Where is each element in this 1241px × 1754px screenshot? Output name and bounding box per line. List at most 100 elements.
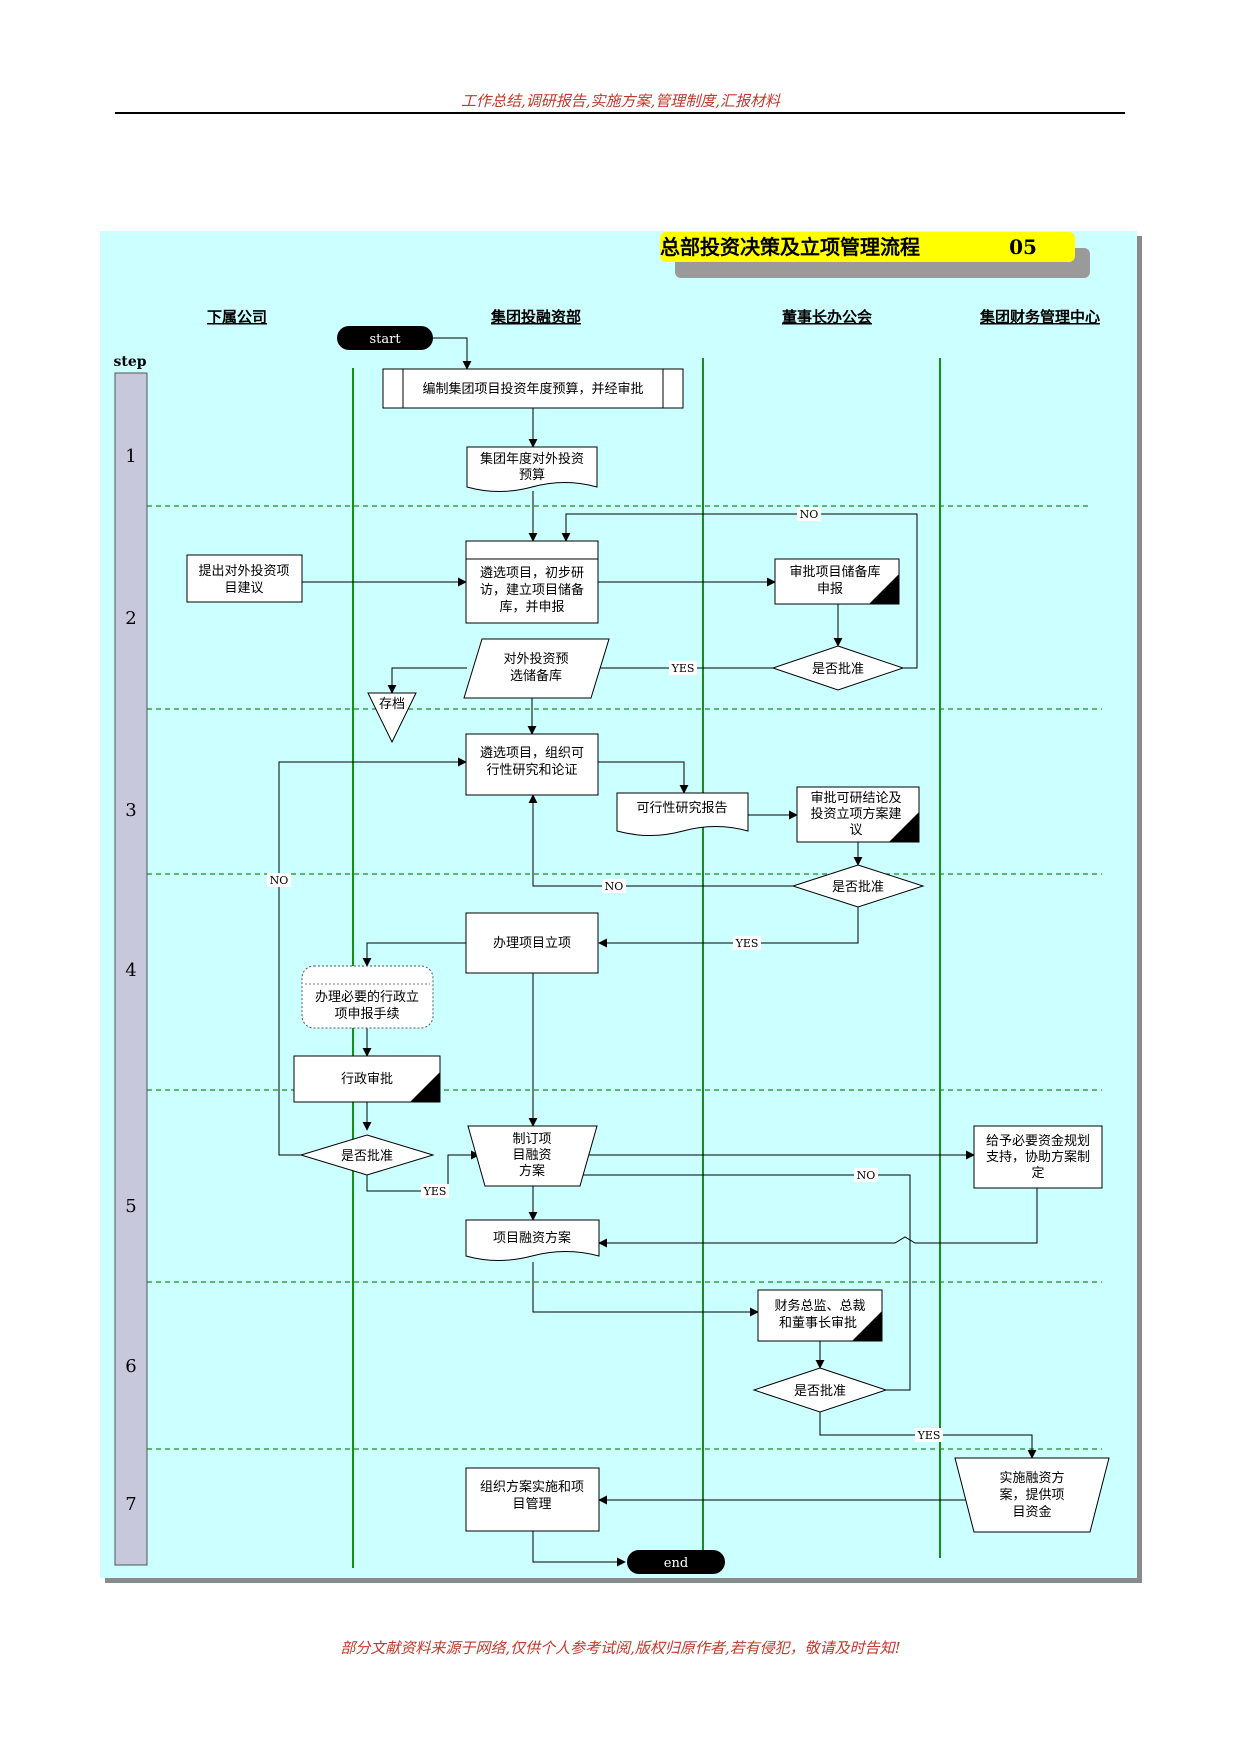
approve-feasibility-line3: 议 [849, 823, 862, 838]
edge-decision2-no [528, 794, 793, 887]
implement-financing-box [954, 1457, 1110, 1533]
header-rule [115, 112, 1125, 114]
approve-reserve-line2: 申报 [817, 582, 843, 597]
edge-reserve-to-archive [387, 667, 467, 694]
reserve-library-line2: 选储备库 [510, 668, 562, 684]
feasibility-study-line2: 行性研究和论证 [486, 763, 577, 778]
select-project-line2: 访，建立项目储备 [480, 582, 584, 598]
fund-support-box [973, 1125, 1103, 1189]
propose-project-line1: 提出对外投资项 [198, 563, 289, 579]
select-project-box [465, 540, 599, 624]
organize-implementation-box [465, 1467, 600, 1532]
decision-2-label: 是否批准 [832, 880, 884, 895]
annual-budget-doc-line2: 预算 [519, 468, 545, 483]
handle-project-label: 办理项目立项 [493, 936, 571, 951]
edge-feasibility-to-report [598, 761, 689, 794]
organize-implementation-line2: 目管理 [512, 1497, 551, 1512]
archive-label: 存档 [379, 697, 405, 712]
edge-labels: NO YES NO YES NO YES NO YES [267, 507, 943, 1442]
edge-label-no-3: NO [270, 874, 289, 887]
edge-label-yes-1: YES [671, 662, 695, 675]
page-header-text: 工作总结,调研报告,实施方案,管理制度,汇报材料 [460, 92, 781, 110]
admin-procedures-line2: 项申报手续 [334, 1007, 399, 1022]
financing-plan-doc-label: 项目融资方案 [493, 1230, 571, 1246]
annual-budget-doc-line1: 集团年度对外投资 [480, 451, 584, 467]
label-bg-no-3 [267, 873, 291, 887]
make-financing-plan-box [467, 1125, 598, 1187]
edge-label-yes-3: YES [423, 1185, 447, 1198]
propose-project-box [186, 554, 303, 603]
decision-4-diamond [752, 1367, 888, 1413]
edge-label-no-1: NO [800, 508, 819, 521]
lane-header-finance-center: 集团财务管理中心 [979, 308, 1100, 326]
admin-approval-label: 行政审批 [341, 1072, 393, 1087]
handle-project-box [465, 912, 599, 974]
step-number-4: 4 [125, 960, 136, 981]
label-bg-yes-2 [733, 936, 761, 950]
step-number-1: 1 [125, 446, 136, 467]
admin-procedures-line1: 办理必要的行政立 [315, 989, 419, 1005]
lane-header-subsidiary: 下属公司 [207, 308, 267, 326]
edge-decision2-yes [598, 907, 859, 948]
edge-decision1-no [561, 513, 918, 669]
title-banner [660, 232, 1075, 262]
propose-project-line2: 目建议 [224, 581, 263, 596]
budget-compile-box [382, 368, 684, 409]
fund-support-line3: 定 [1031, 1166, 1044, 1181]
label-bg-yes-1 [669, 661, 697, 675]
lane-header-chairman-office: 董事长办公会 [782, 308, 872, 326]
fund-support-line2: 支持，协助方案制 [986, 1149, 1090, 1165]
feasibility-study-line1: 遴选项目，组织可 [480, 746, 584, 761]
edge-decision3-no [278, 757, 467, 1156]
step-number-5: 5 [125, 1196, 136, 1217]
approve-feasibility-line1: 审批可研结论及 [810, 791, 901, 806]
budget-compile-label: 编制集团项目投资年度预算，并经审批 [422, 381, 643, 397]
step-number-3: 3 [125, 800, 136, 821]
start-label: start [369, 332, 401, 347]
step-column-label: step [113, 354, 146, 370]
label-bg-no-2 [602, 879, 626, 893]
implement-financing-line2: 案，提供项 [999, 1487, 1064, 1503]
select-project-line1: 遴选项目，初步研 [480, 566, 584, 581]
financing-plan-doc [465, 1219, 600, 1261]
diagram-number: 05 [1009, 235, 1037, 259]
step-separators [147, 505, 1102, 1450]
decision-3-diamond [299, 1134, 435, 1176]
approve-reserve-corner [869, 574, 899, 604]
implement-financing-line3: 目资金 [1012, 1504, 1051, 1520]
edge-decision4-no [571, 1170, 911, 1391]
feasibility-study-box [465, 733, 599, 796]
edge-label-no-2: NO [605, 880, 624, 893]
edge-label-yes-2: YES [735, 937, 759, 950]
diagram-canvas [100, 231, 1137, 1578]
make-financing-plan-line2: 目融资 [512, 1148, 551, 1163]
approve-reserve-line1: 审批项目储备库 [789, 564, 880, 580]
archive-triangle [367, 692, 417, 744]
exec-approval-corner [852, 1311, 882, 1341]
reserve-library-line1: 对外投资预 [503, 651, 568, 667]
decision-1-diamond [771, 645, 905, 691]
decision-1-label: 是否批准 [812, 662, 864, 677]
edge-organize-to-end [532, 1531, 626, 1567]
page-footer-text: 部分文献资料来源于网络,仅供个人参考试阅,版权归原作者,若有侵犯，敬请及时告知! [340, 1639, 901, 1657]
step-column-bar [114, 372, 148, 1566]
decision-2-diamond [791, 864, 925, 908]
diagram-title: 总部投资决策及立项管理流程 [660, 235, 920, 259]
decision-3-label: 是否批准 [341, 1149, 393, 1164]
annual-budget-doc [466, 446, 598, 492]
decision-4-label: 是否批准 [794, 1384, 846, 1399]
approve-feasibility-corner [889, 812, 919, 842]
edge-handle-to-admin [362, 942, 466, 967]
label-bg-yes-4 [915, 1428, 943, 1442]
label-bg-no-1 [797, 507, 821, 521]
lane-header-investment-dept: 集团投融资部 [490, 308, 581, 326]
feasibility-report-doc [616, 792, 749, 836]
make-financing-plan-line1: 制订项 [512, 1132, 551, 1147]
edge-start-to-budget [433, 337, 472, 370]
connectors [278, 337, 1038, 1567]
label-bg-yes-3 [421, 1184, 449, 1198]
edge-label-no-4: NO [857, 1169, 876, 1182]
fund-support-line1: 给予必要资金规划 [986, 1133, 1090, 1149]
exec-approval-line1: 财务总监、总裁 [774, 1298, 865, 1314]
